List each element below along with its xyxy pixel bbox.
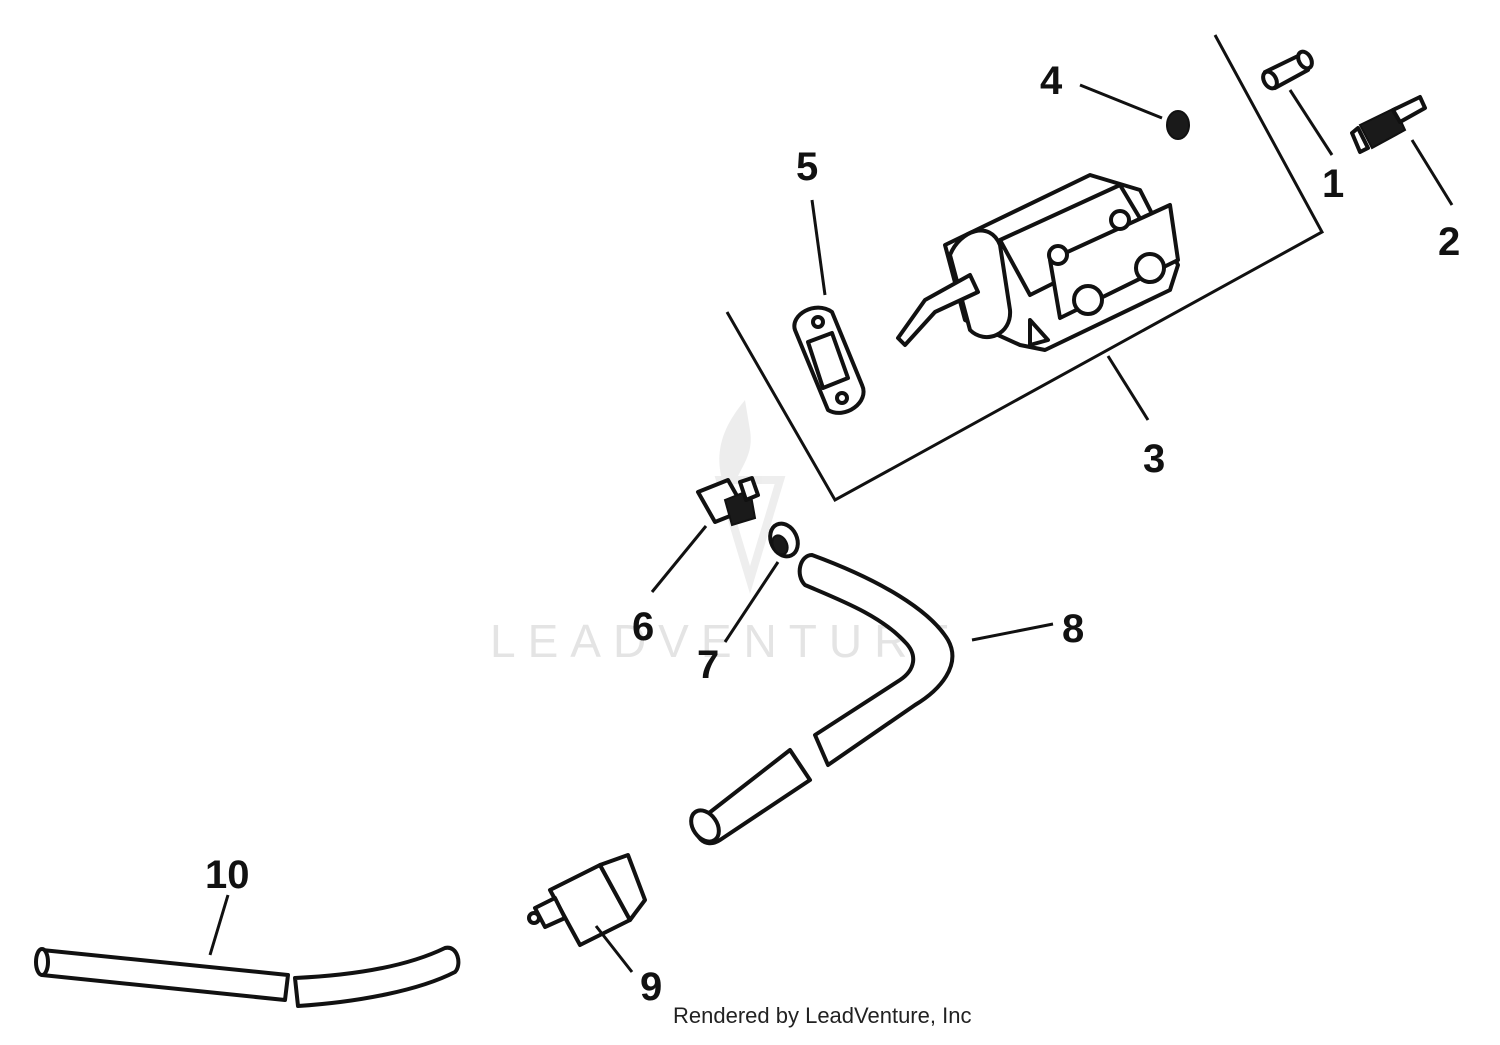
part-5-gasket xyxy=(792,305,866,415)
callout-5: 5 xyxy=(796,145,818,189)
leader-lines xyxy=(208,83,1454,973)
callout-6: 6 xyxy=(632,605,654,649)
callout-10: 10 xyxy=(205,853,250,897)
leader-7 xyxy=(723,561,780,643)
part-9-fuel-filter xyxy=(527,853,647,947)
leader-6 xyxy=(650,525,708,593)
leader-9 xyxy=(594,925,634,973)
part-4-plug xyxy=(1166,110,1190,140)
callout-9: 9 xyxy=(640,965,662,1009)
part-1-stud xyxy=(1261,49,1314,91)
credit-text: Rendered by LeadVenture, Inc xyxy=(673,1003,971,1028)
part-3-fuel-pump xyxy=(896,173,1180,352)
callout-1: 1 xyxy=(1322,162,1344,206)
leader-1 xyxy=(1288,89,1334,156)
part-2-fitting xyxy=(1350,95,1427,154)
callout-4: 4 xyxy=(1040,59,1063,103)
part-6-fitting xyxy=(696,476,760,527)
part-7-clamp xyxy=(768,521,800,559)
leader-8 xyxy=(971,622,1054,642)
leader-2 xyxy=(1410,139,1454,206)
leader-3 xyxy=(1106,355,1150,421)
leader-5 xyxy=(810,199,827,296)
callouts: 1 2 3 4 5 6 7 8 9 10 xyxy=(205,59,1460,1009)
part-8-hose xyxy=(689,553,955,846)
callout-2: 2 xyxy=(1438,220,1460,264)
callout-8: 8 xyxy=(1062,607,1084,651)
leader-10 xyxy=(208,894,230,956)
callout-3: 3 xyxy=(1143,437,1165,481)
assembly-bracket xyxy=(725,34,1325,503)
callout-7: 7 xyxy=(697,643,719,687)
leader-4 xyxy=(1079,83,1163,120)
part-10-hose xyxy=(34,945,461,1008)
watermark-text: LEADVENTURE xyxy=(490,615,962,667)
